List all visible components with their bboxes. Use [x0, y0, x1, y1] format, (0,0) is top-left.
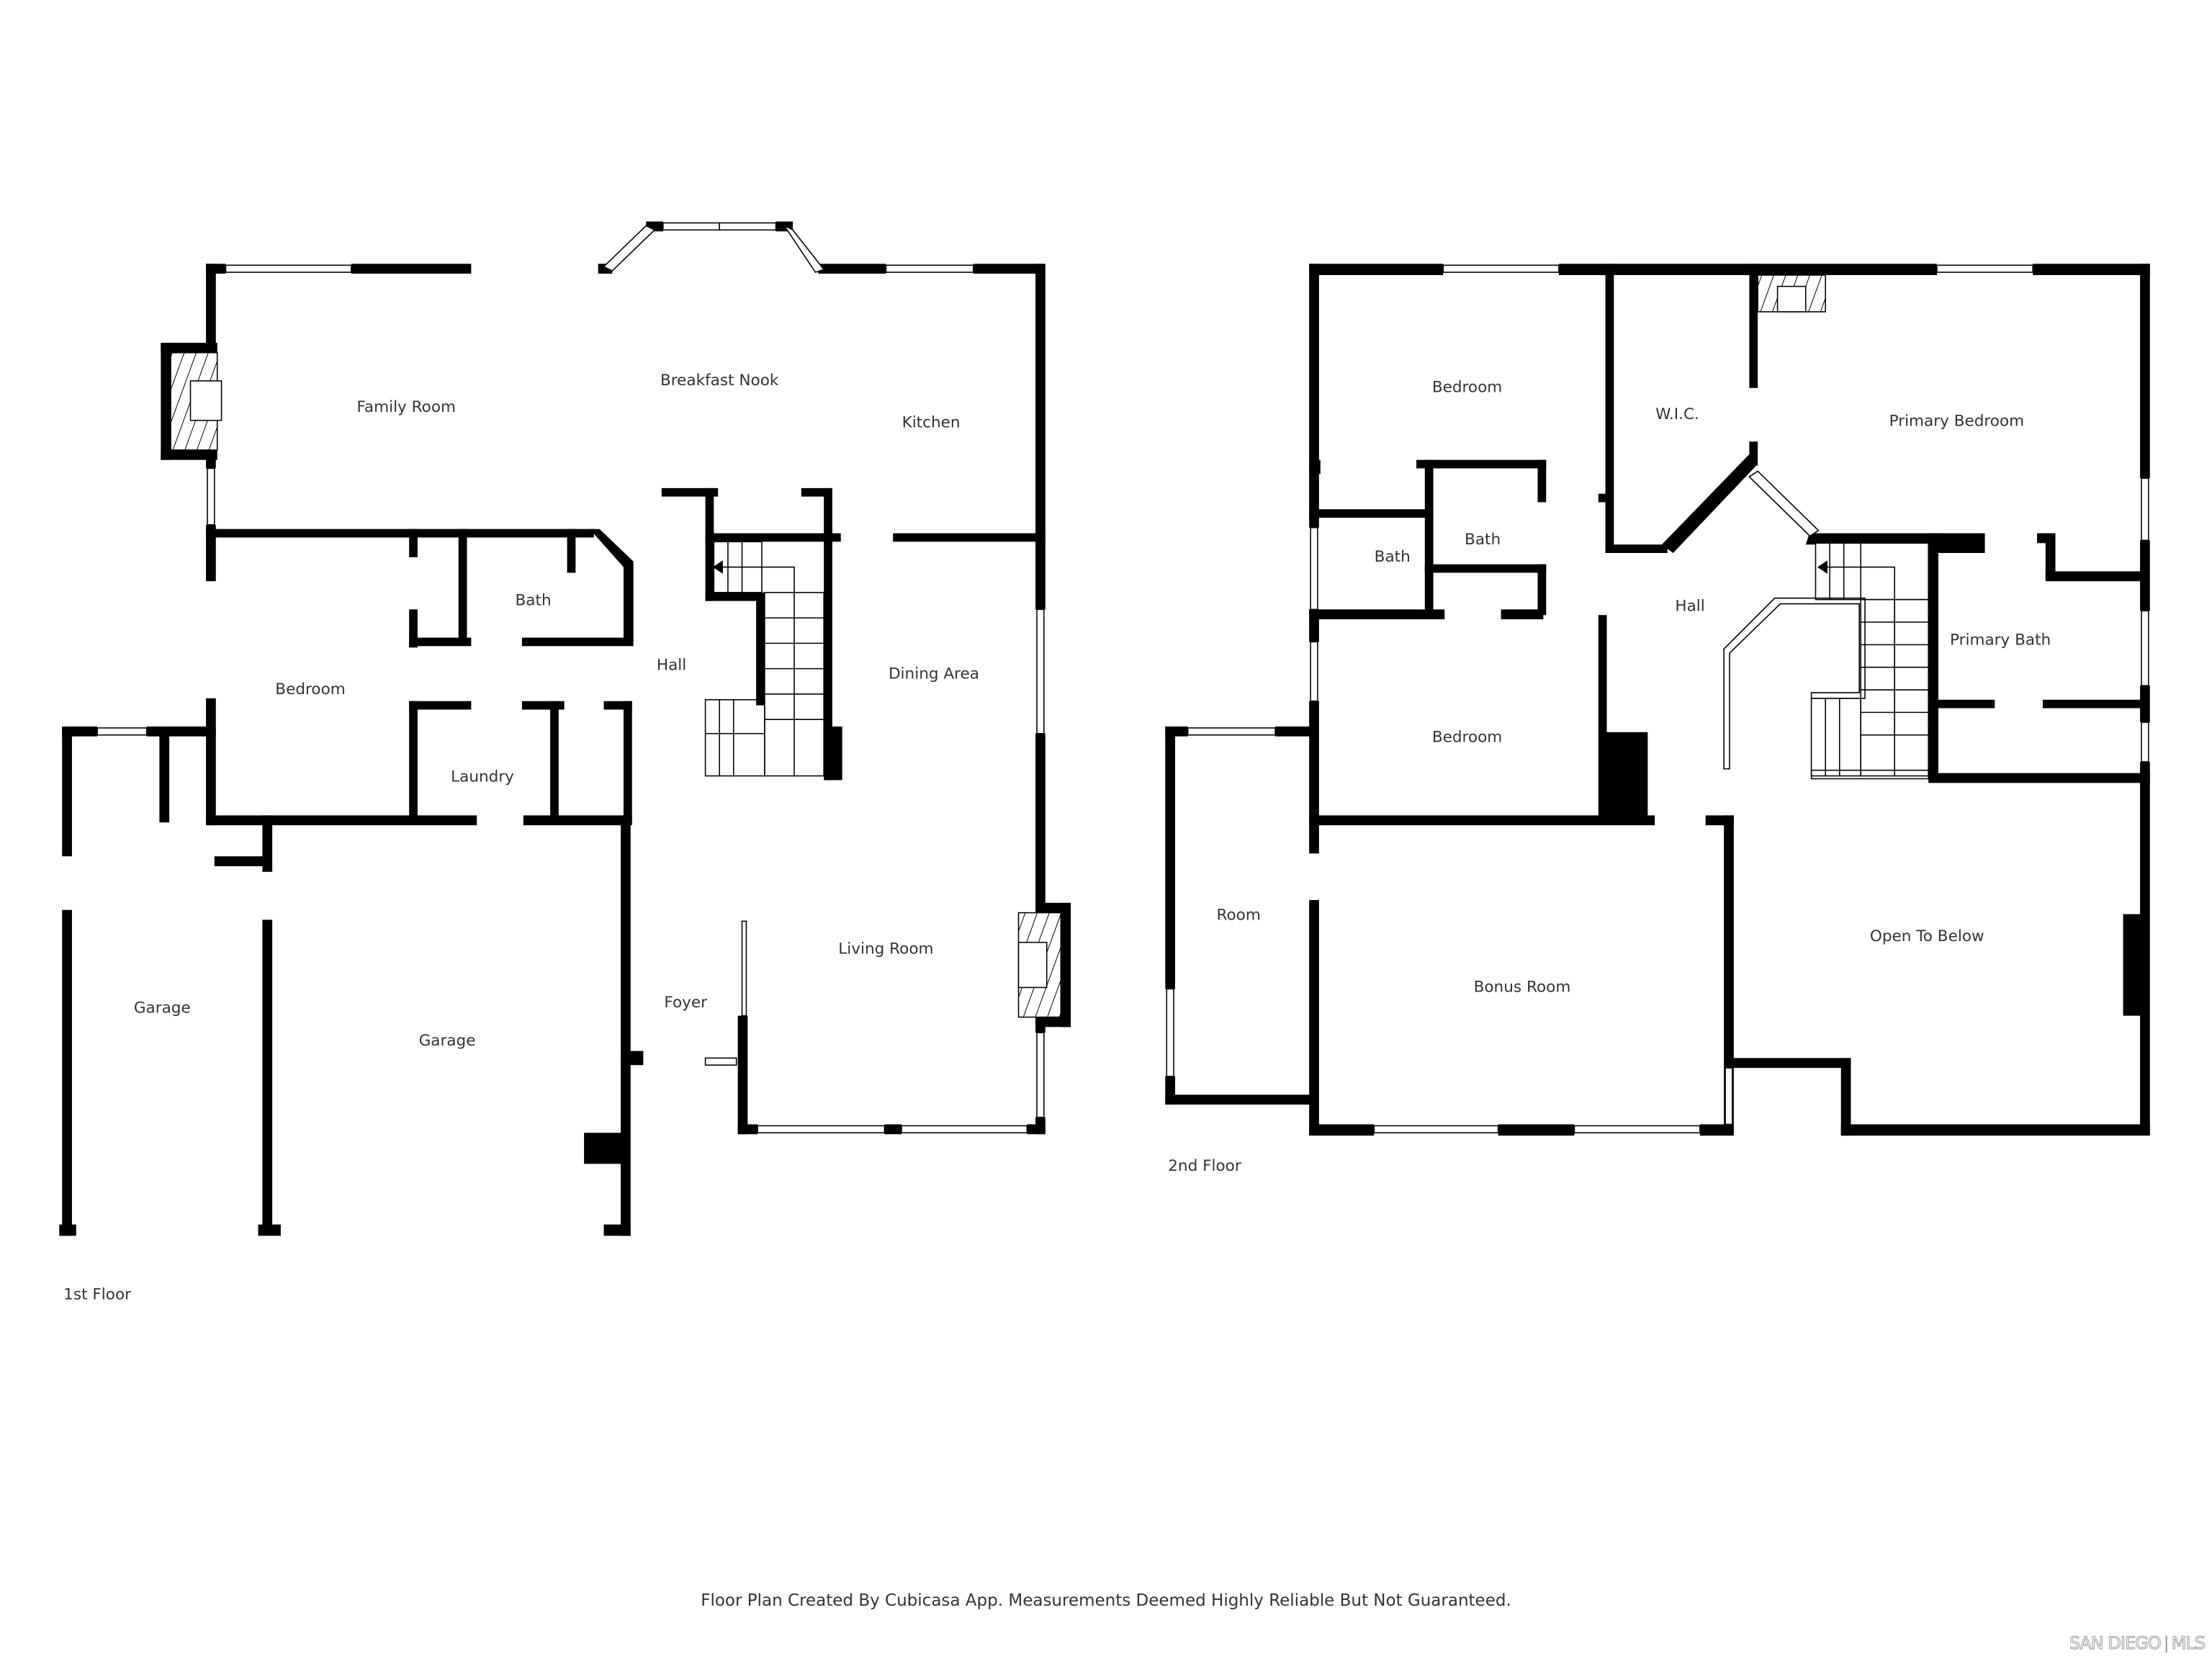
room-label-bonus-room: Bonus Room [1474, 978, 1571, 996]
room-label-dining-area: Dining Area [889, 665, 979, 683]
mls-logo: SAN DIEGO|MLS [2069, 1633, 2206, 1654]
room-label-hall-2f: Hall [1675, 597, 1704, 615]
room-label-kitchen: Kitchen [902, 414, 961, 432]
room-label-laundry: Laundry [451, 768, 514, 786]
staircase-second-floor [1810, 542, 1929, 780]
floor-label-2nd: 2nd Floor [1168, 1157, 1241, 1175]
first-floor-windows [96, 222, 1045, 1134]
room-label-bedroom-mid: Bedroom [1432, 729, 1502, 747]
room-label-garage-right: Garage [419, 1032, 476, 1050]
room-label-room: Room [1216, 906, 1260, 924]
room-label-bedroom: Bedroom [275, 680, 345, 698]
room-label-garage-left: Garage [134, 999, 191, 1017]
room-label-primary-bath: Primary Bath [1950, 631, 2051, 649]
room-labels: Family Room Breakfast Nook Kitchen Bath … [63, 372, 2051, 1304]
fireplace-icon [1757, 274, 1826, 313]
room-label-family-room: Family Room [356, 398, 456, 416]
logo-separator: | [2163, 1633, 2170, 1653]
room-label-bedroom-top: Bedroom [1432, 379, 1502, 397]
room-label-living-room: Living Room [838, 940, 933, 958]
logo-left-text: SAN DIEGO [2069, 1633, 2162, 1654]
second-floor-windows [1166, 264, 2149, 1134]
room-label-hall: Hall [657, 657, 686, 675]
second-floor-walls [1165, 264, 2150, 1136]
logo-right-text: MLS [2171, 1633, 2206, 1654]
room-label-bath-center: Bath [1465, 531, 1501, 549]
floor-label-1st: 1st Floor [63, 1285, 131, 1303]
room-label-wic: W.I.C. [1655, 405, 1699, 423]
staircase-first-floor [704, 541, 824, 777]
first-floor-walls [59, 221, 1071, 1236]
disclaimer-text: Floor Plan Created By Cubicasa App. Meas… [701, 1591, 1511, 1610]
room-label-bath-left: Bath [1375, 548, 1411, 566]
room-label-breakfast-nook: Breakfast Nook [660, 372, 779, 390]
room-label-primary-bedroom: Primary Bedroom [1889, 413, 2025, 431]
room-label-foyer: Foyer [664, 994, 707, 1012]
fireplace-icon [170, 352, 1062, 1018]
room-label-open-to-below: Open To Below [1870, 927, 1984, 945]
room-label-bath: Bath [516, 591, 552, 609]
